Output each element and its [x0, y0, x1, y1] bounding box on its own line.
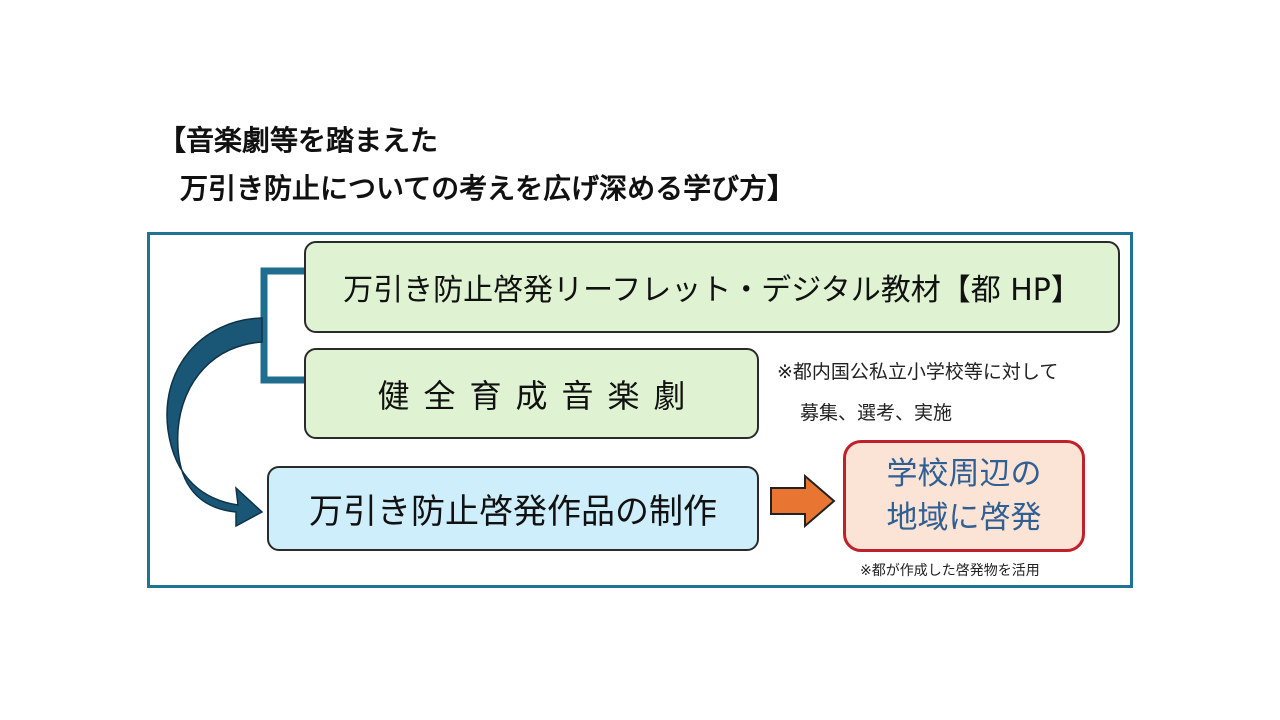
outreach-line-1: 学校周辺の [886, 456, 1042, 492]
bracket-connector [260, 267, 304, 384]
diagram-frame [147, 232, 1133, 588]
musical-box: 健全育成音楽劇 [304, 348, 759, 439]
musical-note-line-2: 募集、選考、実施 [800, 402, 953, 424]
outreach-line-2: 地域に啓発 [886, 500, 1042, 536]
title-line-1: 【音楽劇等を踏まえた [158, 124, 439, 157]
production-box: 万引き防止啓発作品の制作 [267, 466, 759, 551]
musical-note-line-1: ※都内国公私立小学校等に対して [777, 361, 1059, 383]
curved-arrow-icon [166, 317, 264, 528]
title-line-2: 万引き防止についての考えを広げ深める学び方】 [180, 172, 796, 205]
leaflet-box: 万引き防止啓発リーフレット・デジタル教材【都 HP】 [304, 241, 1120, 333]
orange-arrow-icon [770, 473, 836, 529]
outreach-box: 学校周辺の 地域に啓発 [843, 440, 1085, 552]
outreach-note: ※都が作成した啓発物を活用 [860, 563, 1040, 579]
